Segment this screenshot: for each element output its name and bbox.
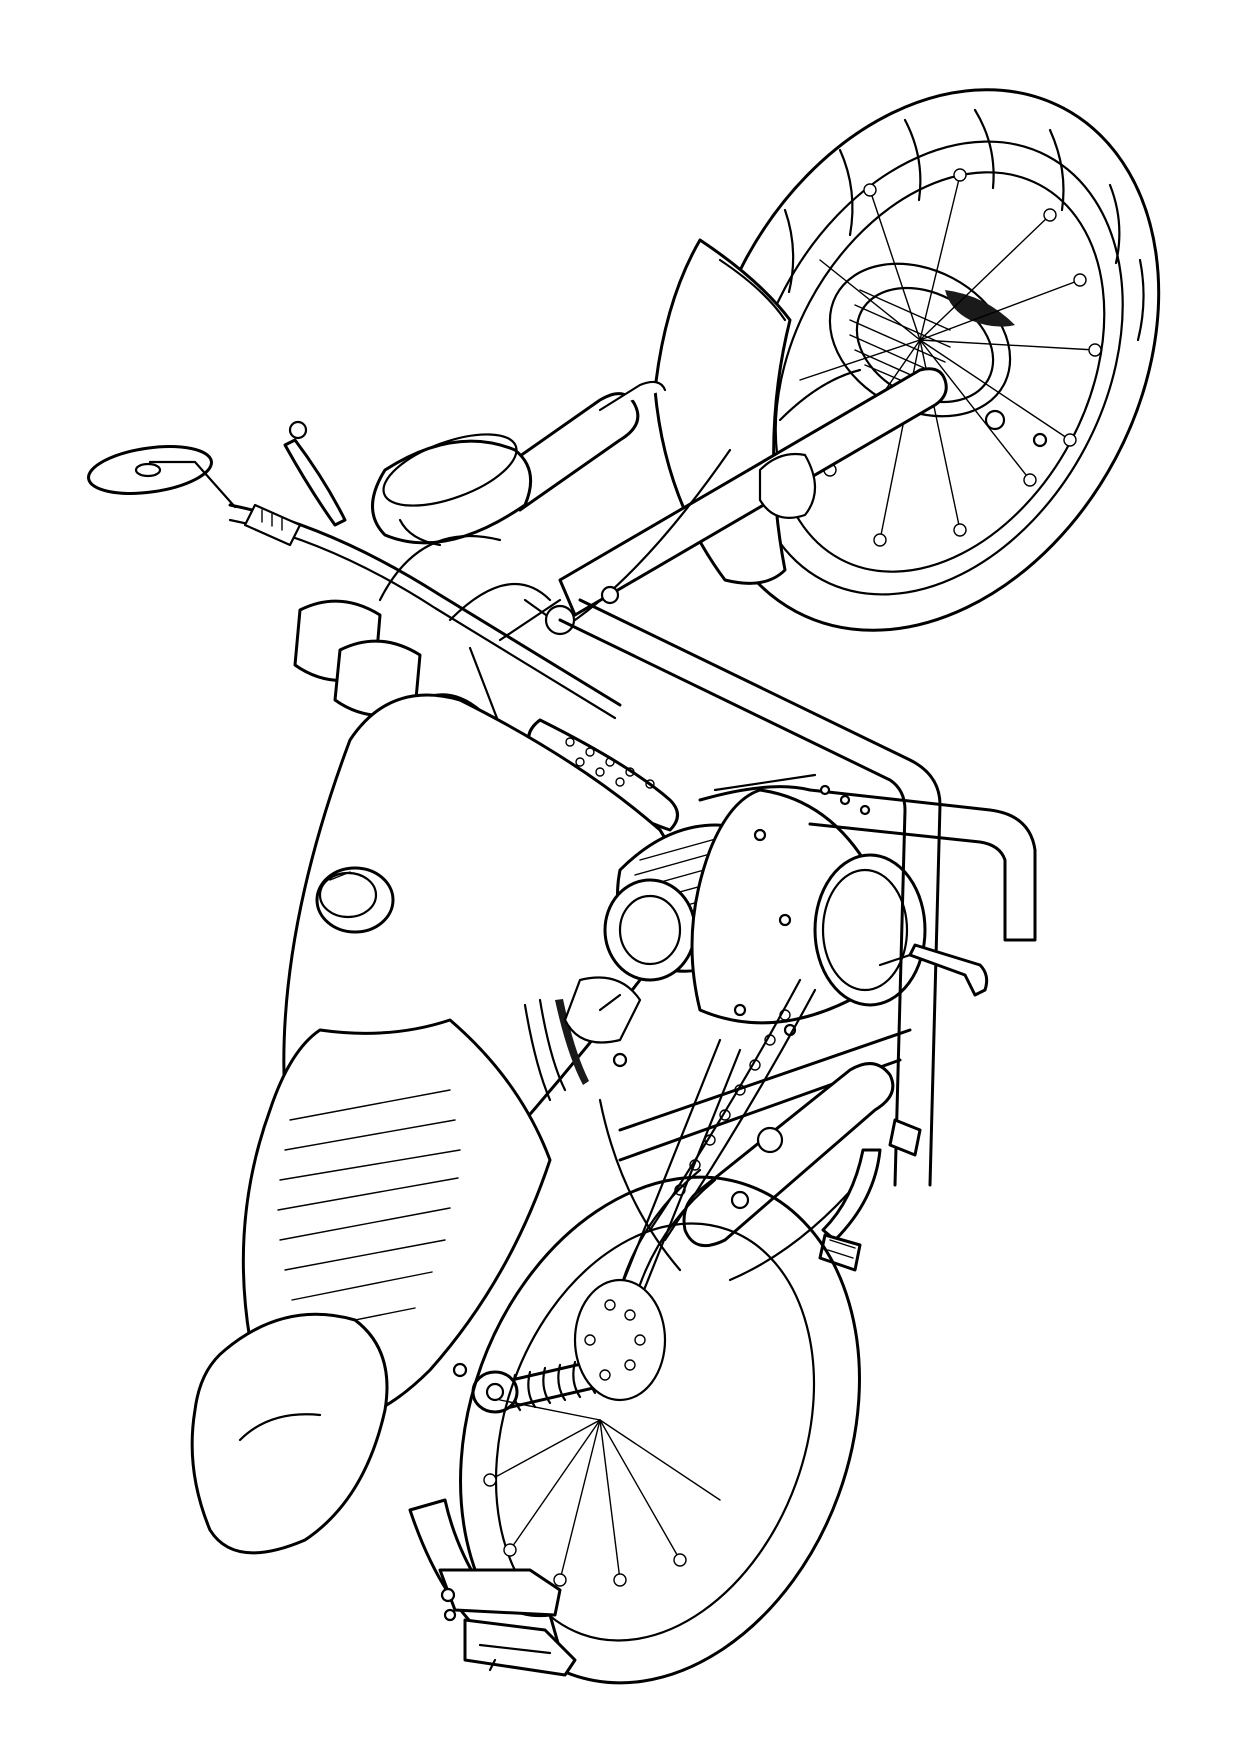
- rear-wheel: [459, 1175, 861, 1685]
- headlight: [371, 433, 533, 547]
- seat: [190, 998, 589, 1555]
- frame: [558, 598, 989, 1302]
- swingarm: [618, 978, 922, 1302]
- engine: [563, 773, 1037, 1068]
- front-forks: [498, 367, 1048, 617]
- rear-fender: [408, 1362, 577, 1677]
